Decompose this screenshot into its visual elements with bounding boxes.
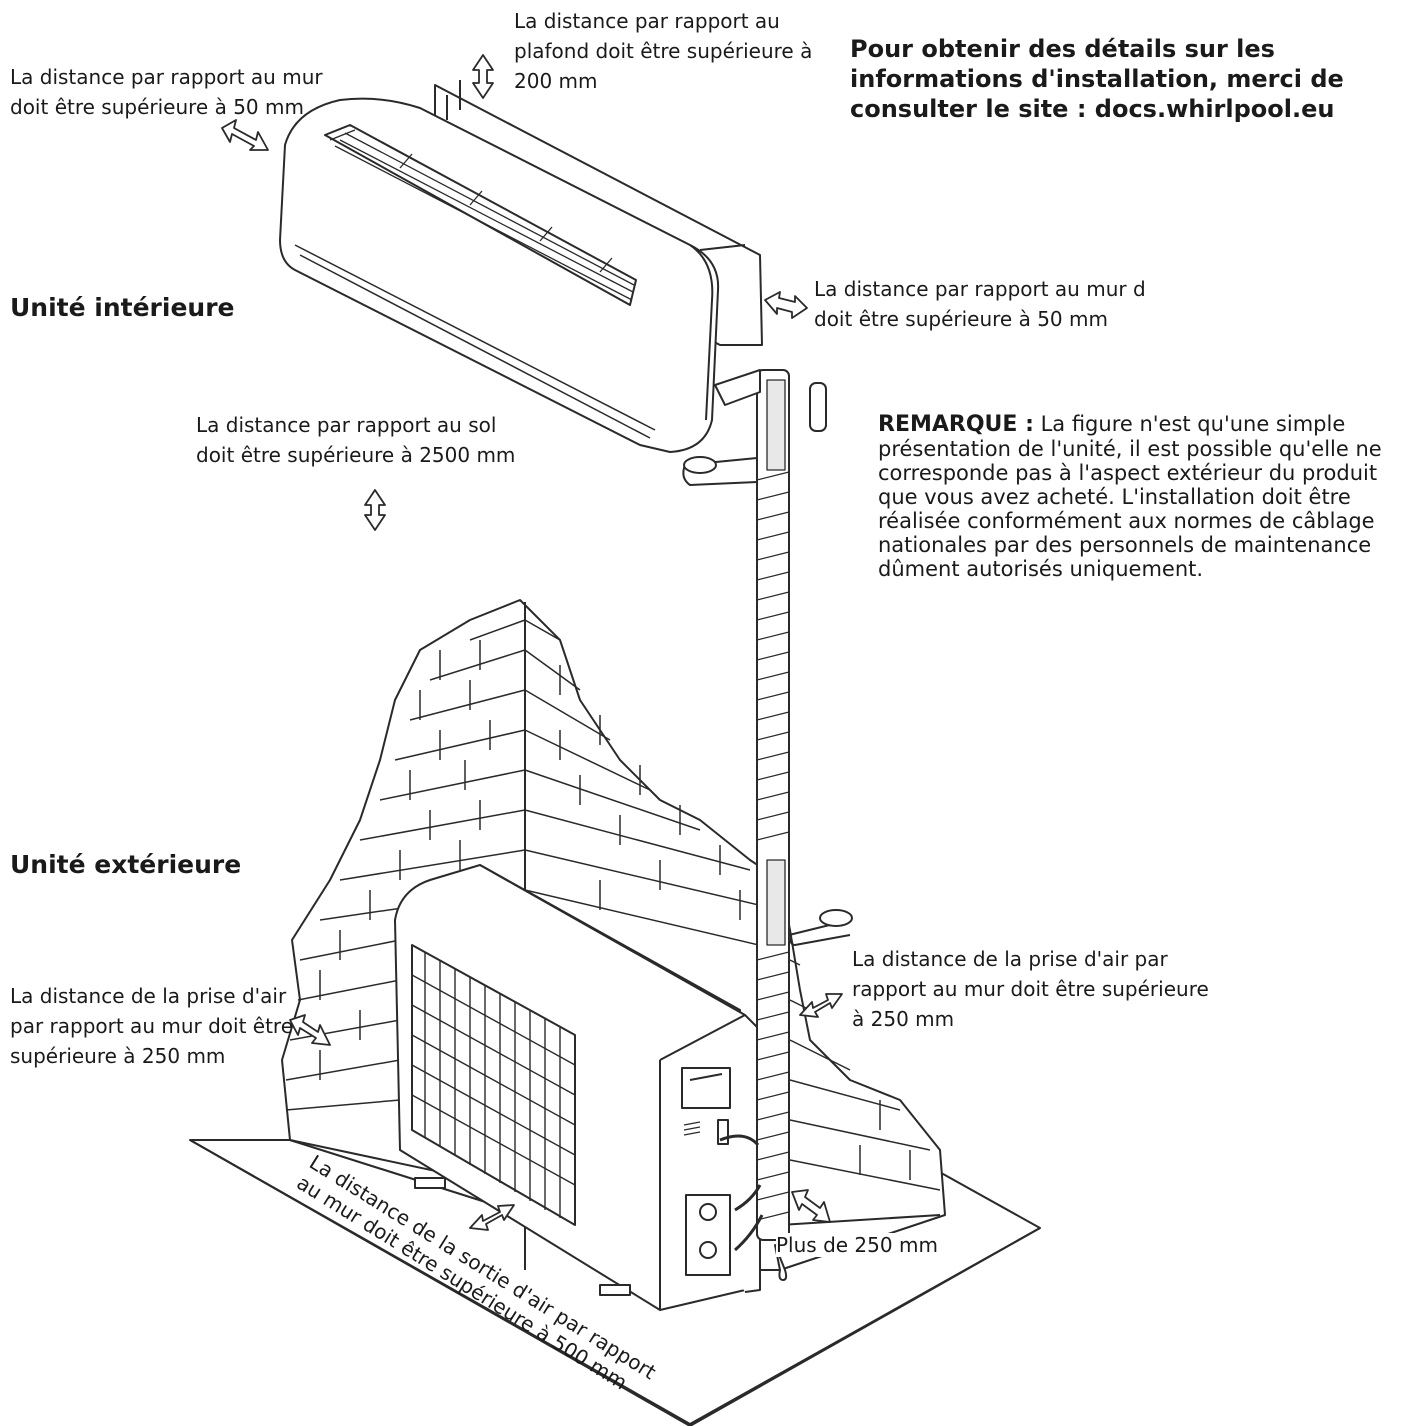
label-floor: La distance par rapport au sol doit être… <box>196 413 516 467</box>
note-text: La figure n'est qu'une simple présentati… <box>878 412 1382 581</box>
label-wall-left-top: La distance par rapport au mur doit être… <box>10 65 323 119</box>
clearance-arrows <box>221 54 843 1231</box>
refrigerant-pipe <box>682 369 853 1281</box>
label-intake-right: La distance de la prise d'air par rappor… <box>852 947 1209 1031</box>
label-wall-right-top: La distance par rapport au mur d doit êt… <box>814 277 1146 331</box>
section-outdoor-unit: Unité extérieure <box>10 850 242 879</box>
outdoor-unit <box>394 864 761 1311</box>
label-ceiling: La distance par rapport au plafond doit … <box>514 9 813 93</box>
label-intake-left: La distance de la prise d'air par rappor… <box>10 984 294 1068</box>
label-more-250: Plus de 250 mm <box>776 1233 938 1257</box>
note-title: REMARQUE : <box>878 412 1034 437</box>
section-indoor-unit: Unité intérieure <box>10 293 235 322</box>
info-website: Pour obtenir des détails sur les informa… <box>850 35 1344 123</box>
indoor-unit <box>279 80 763 453</box>
note-block: REMARQUE : La figure n'est qu'une simple… <box>878 412 1398 581</box>
